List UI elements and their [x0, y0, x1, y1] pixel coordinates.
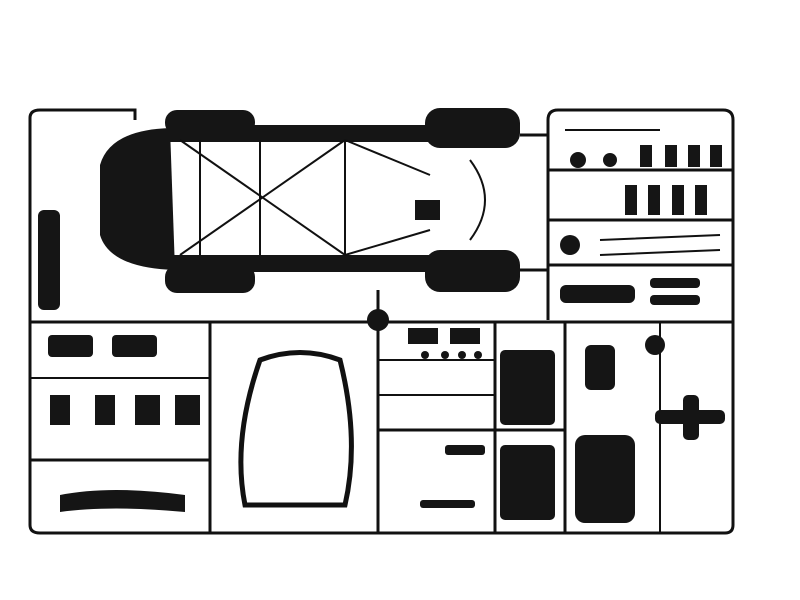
small-parts-bottom-right [500, 335, 725, 523]
chassis-part [100, 108, 520, 331]
small-parts-top-right [560, 129, 722, 305]
small-parts-bottom-left [48, 335, 200, 512]
frame-part [238, 350, 354, 508]
side-panel-part [38, 210, 60, 310]
sprue-frame [28, 108, 735, 535]
small-parts-center [408, 328, 485, 508]
